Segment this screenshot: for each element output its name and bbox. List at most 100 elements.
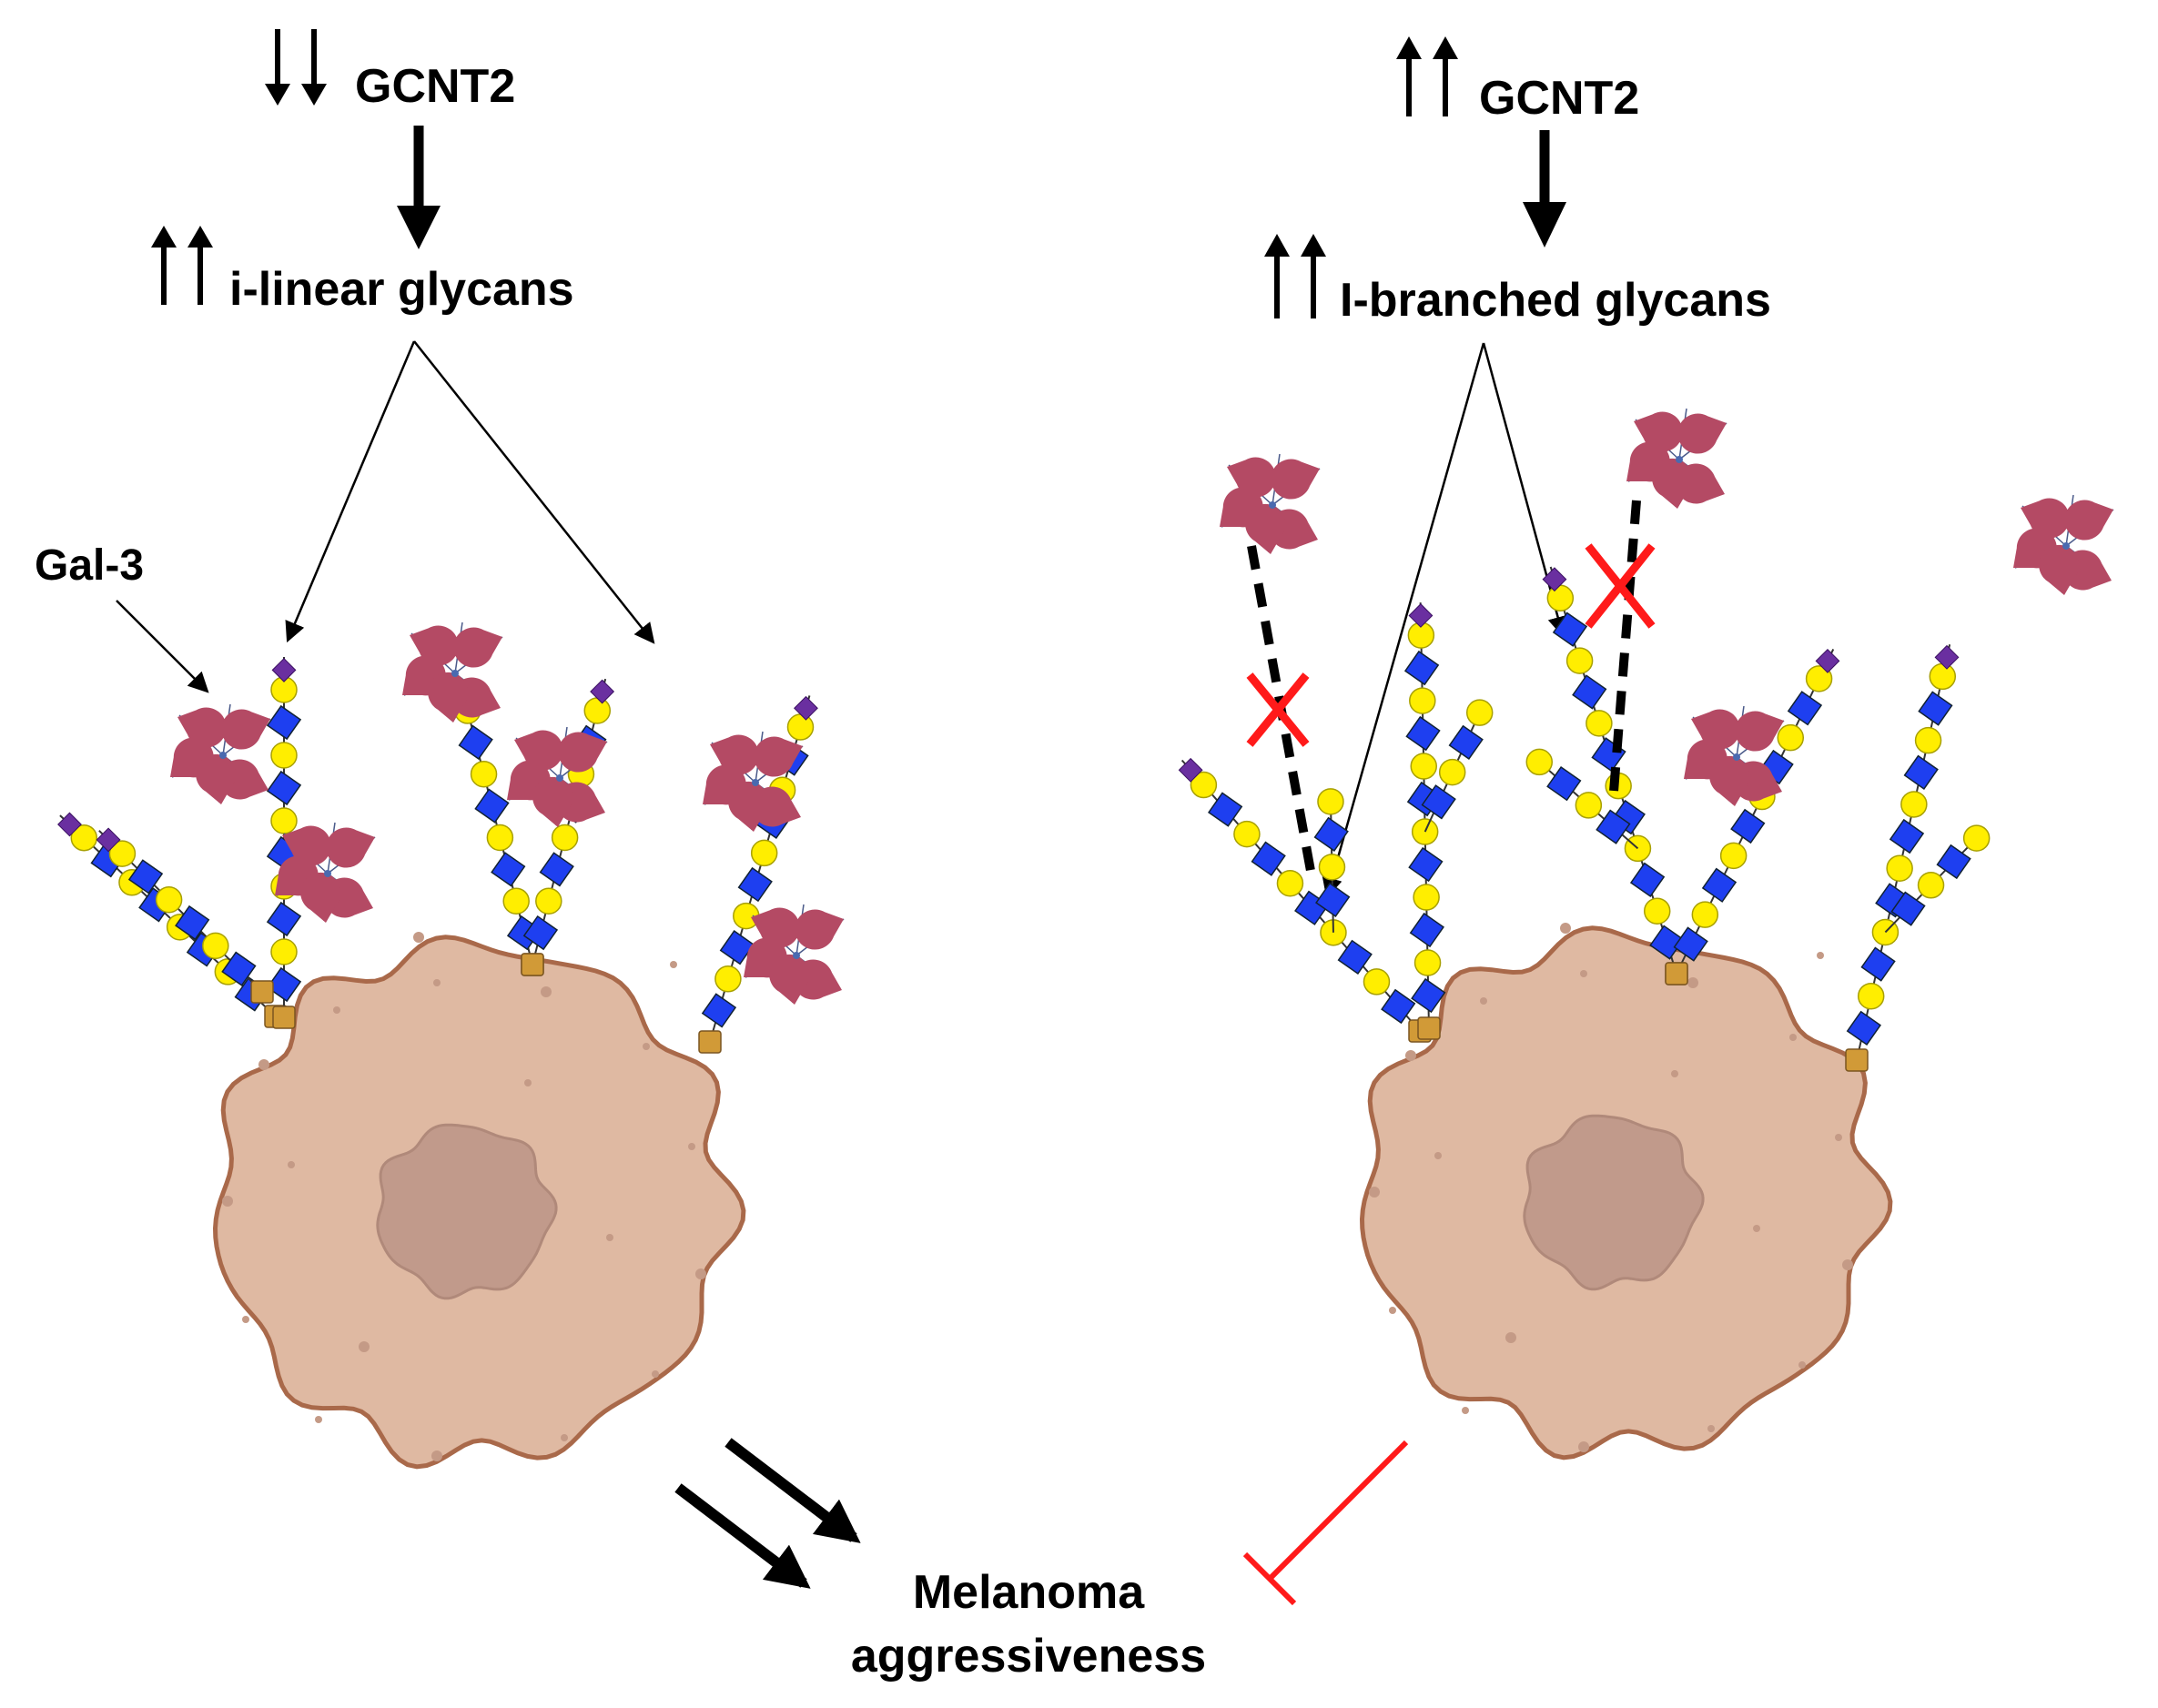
galactose-residue <box>1643 897 1671 925</box>
galactose-residue <box>1691 901 1719 928</box>
left-panel: GCNT2 i-linear glycans Gal-3 <box>35 29 845 1470</box>
promote-arrows <box>674 1438 861 1589</box>
galactose-residue <box>1525 748 1554 776</box>
cell-granule <box>1560 923 1571 934</box>
right-panel: GCNT2 I-branched glycans <box>1178 36 2114 1460</box>
glcnac-residue <box>1673 926 1708 962</box>
cell-granule <box>1789 1034 1797 1041</box>
glcnac-residue <box>1596 809 1631 844</box>
glcnac-residue <box>1251 841 1286 876</box>
galactose-residue <box>1575 792 1603 819</box>
right-pointer-line-1 <box>1322 342 1485 899</box>
sialic-acid-residue <box>1934 644 1960 670</box>
galactose-residue <box>714 965 742 993</box>
galactose-residue <box>486 824 514 852</box>
glcnac-residue <box>539 852 574 887</box>
glcnac-residue <box>719 930 755 965</box>
sialic-acid-residue <box>1178 757 1203 783</box>
cell-granule <box>359 1341 370 1352</box>
cell-granule <box>1578 1441 1589 1452</box>
cell-granule <box>288 1161 295 1168</box>
sialic-acid-residue <box>271 657 297 682</box>
cell-granule <box>688 1143 695 1150</box>
cell-granule <box>1707 1425 1715 1432</box>
right-glycan-chains <box>1178 566 1991 1072</box>
galactose-residue <box>1914 726 1942 754</box>
cell-granule <box>258 1059 269 1070</box>
glcnac-residue <box>1408 846 1444 883</box>
cell-granule <box>1389 1307 1396 1314</box>
glycan-anchor <box>1845 1048 1869 1072</box>
cell-granule <box>1671 1070 1678 1077</box>
cell-granule <box>652 1370 659 1378</box>
right-gene-label: GCNT2 <box>1479 72 1639 125</box>
cell-granule <box>1462 1407 1469 1414</box>
glcnac-residue <box>1546 766 1582 802</box>
cell-granule <box>561 1434 568 1441</box>
glycan-anchor <box>698 1030 722 1054</box>
galactose-residue <box>1565 647 1594 674</box>
left-galectin-group <box>170 622 845 1005</box>
galactose-residue <box>1413 949 1442 976</box>
glycan-anchor <box>250 980 274 1004</box>
right-galectin-group <box>1220 408 2114 806</box>
right-glycan-label: I-branched glycans <box>1340 274 1771 327</box>
cell-granule <box>1405 1050 1416 1061</box>
galectin-3-icon <box>703 731 804 832</box>
galactose-residue <box>1777 723 1805 752</box>
inhibition-line <box>1242 1440 1409 1606</box>
galactose-residue <box>551 824 579 852</box>
cell-granule <box>222 1196 233 1207</box>
cell-granule <box>242 1316 249 1323</box>
sialic-acid-residue <box>1815 648 1840 673</box>
glcnac-residue <box>1381 988 1416 1025</box>
cell-granule <box>1817 952 1824 959</box>
outcome-line-1: Melanoma <box>913 1566 1145 1619</box>
galactose-residue <box>1917 872 1945 899</box>
galactose-residue <box>750 839 778 867</box>
glcnac-residue <box>1315 882 1351 917</box>
cell-granule <box>606 1234 613 1241</box>
glcnac-residue <box>1936 844 1971 880</box>
glcnac-residue <box>1701 867 1738 903</box>
galactose-residue <box>1413 884 1440 911</box>
galactose-residue <box>70 824 98 852</box>
glycan-anchor <box>521 953 544 976</box>
galectin-3-icon <box>170 703 271 804</box>
galactose-residue <box>1410 753 1437 780</box>
glcnac-residue <box>1903 754 1939 790</box>
glcnac-residue <box>1730 808 1766 844</box>
galectin-3-icon <box>1626 408 1727 509</box>
glcnac-residue <box>1890 891 1926 926</box>
galactose-residue <box>1409 687 1436 714</box>
cell-granule <box>1505 1332 1516 1343</box>
sialic-acid-residue <box>590 679 615 704</box>
galectin-3-icon <box>1220 453 1321 554</box>
glcnac-residue <box>266 966 302 1003</box>
galactose-residue <box>535 887 562 915</box>
glcnac-residue <box>1411 977 1446 1014</box>
galactose-residue <box>270 807 298 834</box>
left-cell <box>212 932 746 1470</box>
galectin-3-icon <box>507 726 608 827</box>
galactose-residue <box>1719 842 1748 870</box>
cell-granule <box>413 932 424 943</box>
left-glycan-label: i-linear glycans <box>229 263 574 316</box>
glcnac-residue <box>1403 650 1440 686</box>
galactose-residue <box>1857 982 1885 1010</box>
sialic-acid-residue <box>1408 603 1434 628</box>
galactose-residue <box>270 742 298 769</box>
double-up-arrow-icon <box>1264 234 1326 318</box>
sialic-acid-residue <box>57 812 82 837</box>
cell-granule <box>315 1416 322 1423</box>
cell-granule <box>1835 1134 1842 1141</box>
double-down-arrow-icon <box>265 29 327 106</box>
glcnac-residue <box>1552 611 1588 647</box>
galectin-3-icon <box>1684 705 1785 806</box>
glcnac-residue <box>175 905 210 941</box>
glcnac-residue <box>1313 816 1349 852</box>
galactose-residue <box>1438 758 1466 786</box>
double-up-arrow-icon <box>1396 36 1458 116</box>
glcnac-residue <box>701 993 737 1028</box>
glycan-anchor <box>1417 1016 1441 1040</box>
